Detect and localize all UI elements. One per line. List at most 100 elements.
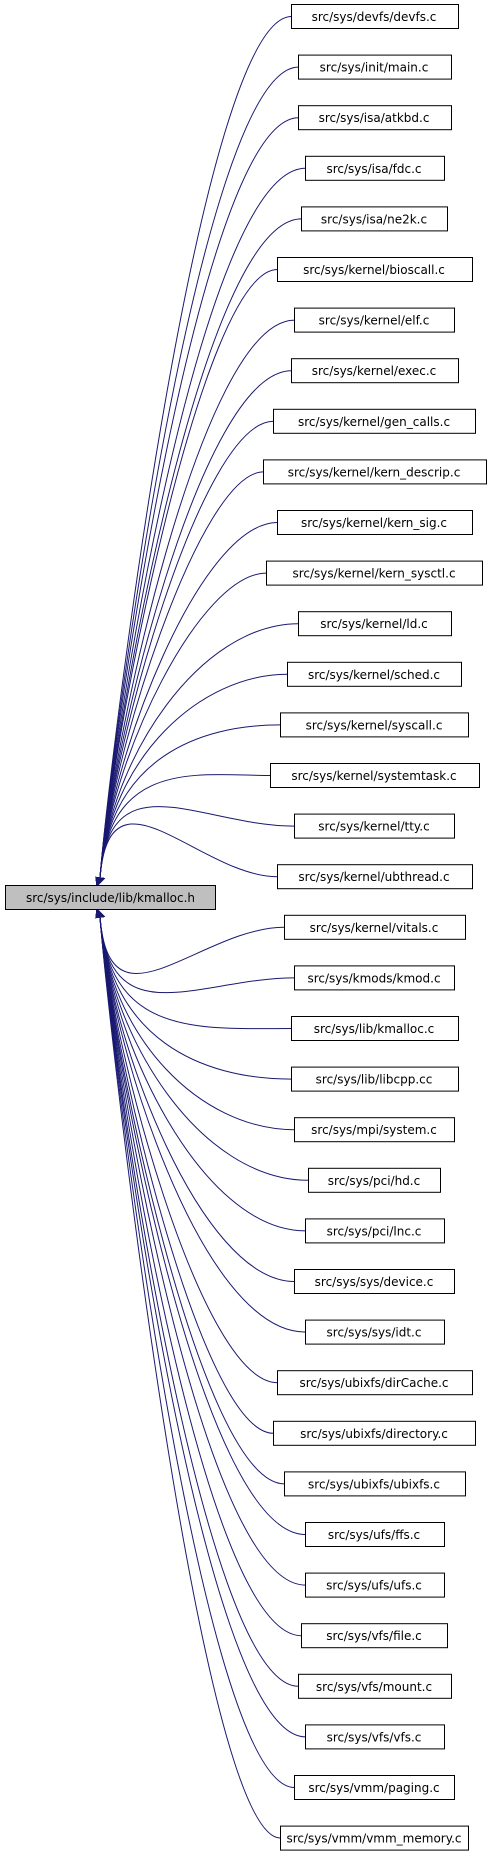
child-node-box [298, 611, 452, 637]
dependency-edge [99, 16, 292, 878]
dependency-edge [99, 774, 271, 878]
dependency-edge [99, 471, 264, 878]
child-node-label: src/sys/isa/atkbd.c [319, 111, 430, 125]
child-node-box [294, 1775, 455, 1800]
child-node-box [305, 1724, 445, 1750]
child-node[interactable]: src/sys/vfs/file.c [301, 1623, 448, 1649]
child-node-box [305, 1218, 445, 1244]
dependency-edge [99, 917, 306, 1738]
child-node-box [277, 510, 473, 535]
child-node-box [291, 4, 459, 29]
child-node[interactable]: src/sys/ufs/ffs.c [305, 1522, 445, 1547]
child-node-label: src/sys/vfs/file.c [326, 1629, 422, 1643]
child-node[interactable]: src/sys/kernel/kern_descrip.c [263, 459, 487, 485]
child-node-box [305, 155, 445, 181]
child-node[interactable]: src/sys/kernel/vitals.c [284, 914, 466, 940]
root-node[interactable]: src/sys/include/lib/kmalloc.h [5, 885, 216, 910]
child-nodes-layer: src/sys/devfs/devfs.c src/sys/init/main.c… [263, 4, 487, 1851]
child-node[interactable]: src/sys/kernel/gen_calls.c [273, 408, 476, 434]
child-node[interactable]: src/sys/lib/kmalloc.c [291, 1016, 459, 1041]
child-node-label: src/sys/kernel/tty.c [318, 820, 429, 834]
child-node[interactable]: src/sys/sys/device.c [294, 1269, 455, 1294]
child-node-box [305, 1319, 445, 1345]
dependency-edge [99, 917, 309, 1181]
child-node[interactable]: src/sys/mpi/system.c [294, 1117, 455, 1143]
child-node-label: src/sys/kernel/kern_descrip.c [288, 465, 461, 479]
child-node[interactable]: src/sys/kernel/ld.c [298, 611, 452, 637]
child-node[interactable]: src/sys/init/main.c [298, 54, 452, 80]
child-node[interactable]: src/sys/vmm/vmm_memory.c [280, 1825, 469, 1851]
child-node[interactable]: src/sys/pci/hd.c [308, 1167, 441, 1193]
child-node[interactable]: src/sys/kernel/kern_sig.c [277, 510, 473, 535]
child-node[interactable]: src/sys/sys/idt.c [305, 1319, 445, 1345]
child-node-label: src/sys/kernel/systemtask.c [291, 769, 456, 783]
dependency-edge [99, 917, 295, 1282]
child-node[interactable]: src/sys/isa/fdc.c [305, 155, 445, 181]
child-node-box [305, 1522, 445, 1547]
dependency-edge [99, 917, 274, 1434]
child-node-label: src/sys/vfs/mount.c [316, 1680, 432, 1694]
child-node[interactable]: src/sys/kernel/syscall.c [280, 712, 469, 738]
child-node[interactable]: src/sys/kmods/kmod.c [294, 965, 455, 991]
root-node-box [5, 885, 216, 910]
child-node[interactable]: src/sys/vfs/vfs.c [305, 1724, 445, 1750]
child-node-label: src/sys/isa/fdc.c [326, 162, 421, 176]
child-node-label: src/sys/isa/ne2k.c [321, 212, 427, 226]
child-node-label: src/sys/kernel/ld.c [320, 617, 428, 631]
child-node[interactable]: src/sys/kernel/tty.c [294, 813, 455, 839]
child-node-label: src/sys/kernel/bioscall.c [303, 263, 445, 277]
child-node[interactable]: src/sys/vmm/paging.c [294, 1775, 455, 1800]
child-node[interactable]: src/sys/ubixfs/directory.c [273, 1420, 476, 1446]
child-node-label: src/sys/pci/lnc.c [327, 1224, 422, 1238]
dependency-edge [99, 572, 267, 878]
dependency-edge [99, 269, 278, 878]
child-node[interactable]: src/sys/ufs/ufs.c [305, 1572, 445, 1598]
dependency-edge [99, 623, 299, 878]
child-node[interactable]: src/sys/devfs/devfs.c [291, 4, 459, 29]
child-node[interactable]: src/sys/isa/ne2k.c [301, 206, 448, 232]
child-node-box [280, 1825, 469, 1851]
child-node[interactable]: src/sys/ubixfs/dirCache.c [277, 1370, 473, 1396]
child-node[interactable]: src/sys/isa/atkbd.c [298, 105, 452, 131]
child-node[interactable]: src/sys/kernel/ubthread.c [277, 864, 473, 890]
child-node[interactable]: src/sys/pci/lnc.c [305, 1218, 445, 1244]
child-node-box [294, 965, 455, 991]
child-node[interactable]: src/sys/kernel/kern_sysctl.c [266, 560, 483, 586]
dependency-edge [99, 917, 299, 1687]
dependency-edge [99, 724, 281, 878]
child-node[interactable]: src/sys/lib/libcpp.cc [291, 1066, 459, 1092]
dependency-edge [99, 917, 285, 974]
child-node-label: src/sys/kernel/kern_sig.c [301, 516, 447, 530]
child-node-box [298, 1673, 452, 1699]
child-node-label: src/sys/ubixfs/ubixfs.c [308, 1477, 440, 1491]
child-node-label: src/sys/sys/idt.c [327, 1326, 422, 1340]
child-node[interactable]: src/sys/kernel/elf.c [294, 307, 455, 333]
dependency-edge [99, 806, 295, 878]
child-node-label: src/sys/kernel/exec.c [312, 364, 437, 378]
child-node[interactable]: src/sys/vfs/mount.c [298, 1673, 452, 1699]
dependency-edge [99, 823, 278, 878]
child-node-box [287, 661, 462, 687]
child-node-box [291, 1016, 459, 1041]
child-node-label: src/sys/kmods/kmod.c [307, 971, 440, 985]
child-node-label: src/sys/kernel/gen_calls.c [298, 415, 450, 429]
dependency-edge [99, 319, 295, 878]
child-node-label: src/sys/ubixfs/dirCache.c [299, 1376, 448, 1390]
child-node-box [301, 206, 448, 232]
child-node[interactable]: src/sys/kernel/sched.c [287, 661, 462, 687]
child-node-label: src/sys/ufs/ffs.c [328, 1528, 420, 1542]
child-node[interactable]: src/sys/kernel/systemtask.c [270, 763, 480, 788]
child-node-box [263, 459, 487, 485]
child-node-box [277, 257, 473, 282]
child-node[interactable]: src/sys/kernel/bioscall.c [277, 257, 473, 282]
dependency-edge [99, 917, 281, 1839]
child-node-label: src/sys/sys/device.c [315, 1275, 434, 1289]
child-node-box [294, 1117, 455, 1143]
child-node-label: src/sys/vfs/vfs.c [327, 1730, 422, 1744]
child-node-label: src/sys/init/main.c [320, 61, 429, 75]
dependency-edge [99, 917, 292, 1080]
child-node[interactable]: src/sys/kernel/exec.c [291, 358, 459, 384]
child-node[interactable]: src/sys/ubixfs/ubixfs.c [284, 1471, 466, 1497]
child-node-label: src/sys/kernel/ubthread.c [298, 870, 449, 884]
dependency-edge [99, 917, 306, 1333]
